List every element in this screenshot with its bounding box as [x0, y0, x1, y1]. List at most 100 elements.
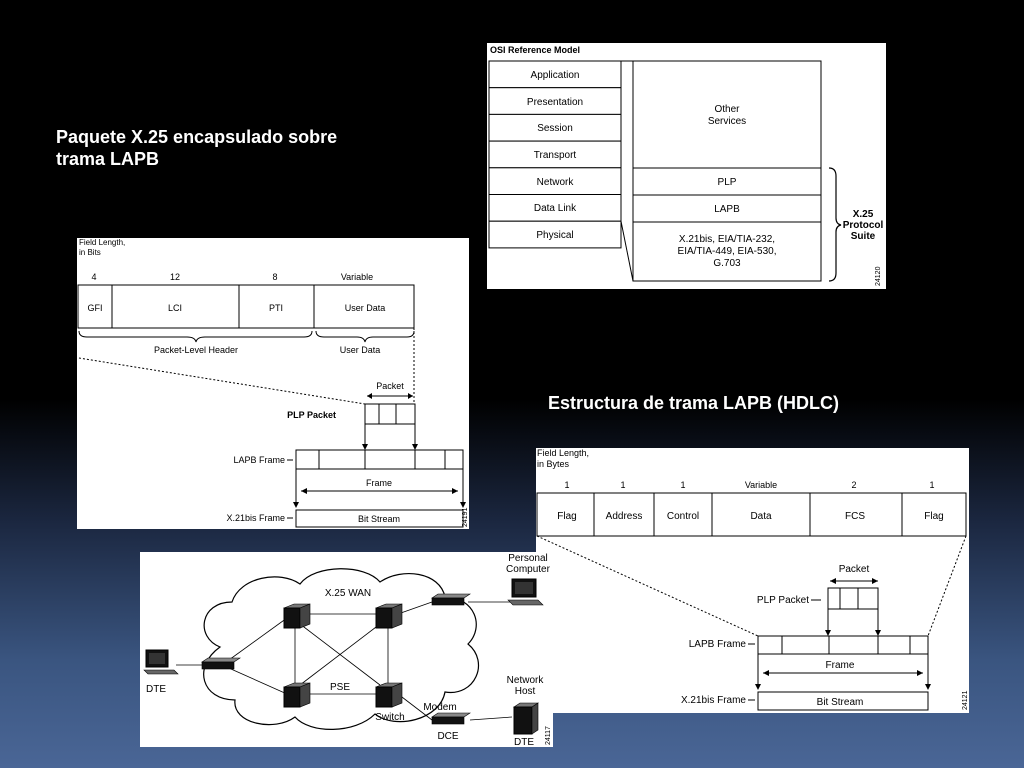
hdlc-plp-packet-box	[827, 587, 879, 610]
plp-frame-caption: Frame	[366, 478, 392, 488]
link-pse-diagonal-2	[299, 623, 381, 686]
hdlc-field-length-line2: in Bytes	[537, 459, 570, 469]
plp-field-pti	[238, 284, 315, 329]
plp-field-length-line2: in Bits	[79, 248, 101, 257]
osi-label-network: Network	[537, 177, 575, 188]
osi-label-presentation: Presentation	[527, 97, 583, 108]
plp-down-arrowhead-left	[362, 444, 368, 450]
osi-layer-presentation	[488, 87, 622, 115]
dte-terminal-left	[143, 649, 179, 675]
packet-header-brace	[78, 330, 313, 343]
hdlc-lapb-frame-box	[757, 635, 929, 655]
dce-label: DCE	[437, 731, 458, 742]
plp-length-gfi: 4	[91, 272, 96, 282]
link-dte-pse-bottom	[221, 664, 288, 695]
osi-layer-application	[488, 60, 622, 89]
plp-projection-left	[78, 357, 366, 405]
osi-title: OSI Reference Model	[490, 45, 580, 55]
switch-label: Switch	[375, 712, 404, 723]
pse-label: PSE	[330, 682, 350, 693]
physical-standards-box	[632, 221, 822, 282]
x25-network-diagram: X.25 WAN	[140, 552, 553, 747]
osi-model-diagram: OSI Reference Model Application Presenta…	[487, 43, 886, 289]
host-label-line1: Network	[507, 675, 545, 686]
osi-label-physical: Physical	[536, 230, 573, 241]
osi-model-svg: OSI Reference Model Application Presenta…	[488, 45, 884, 286]
wan-cloud	[203, 568, 480, 730]
physical-standards-line2: EIA/TIA-449, EIA-530,	[678, 246, 777, 257]
other-services-line2: Services	[708, 116, 746, 127]
hdlc-length-flag-start: 1	[564, 480, 569, 490]
network-host-icon	[513, 702, 539, 735]
modem-bottom-right	[431, 712, 471, 725]
plp-field-length-line1: Field Length,	[79, 238, 125, 247]
hdlc-label-address: Address	[606, 511, 643, 522]
hdlc-projection-left	[536, 535, 759, 637]
lapb-label: LAPB	[714, 204, 740, 215]
hdlc-field-control	[653, 492, 713, 537]
plp-figure-id: 24191	[462, 507, 469, 527]
physical-standards-line3: G.703	[713, 258, 741, 269]
hdlc-bit-stream-label: Bit Stream	[817, 697, 864, 708]
personal-computer-icon	[507, 578, 544, 606]
plp-packet-box	[364, 403, 416, 425]
hdlc-figure-id: 24121	[962, 690, 969, 710]
other-services-box	[632, 60, 822, 169]
physical-standards-line1: X.21bis, EIA/TIA-232,	[679, 234, 775, 245]
modem-top-right	[431, 593, 471, 606]
osi-label-transport: Transport	[534, 150, 577, 161]
hdlc-field-address	[593, 492, 655, 537]
osi-figure-id: 24120	[875, 266, 882, 286]
user-data-brace	[315, 330, 415, 343]
hdlc-frame-svg: Field Length, in Bytes 1 1 1 Variable 2 …	[536, 448, 969, 711]
plp-label-lci: LCI	[168, 303, 182, 313]
dte-right-label: DTE	[514, 737, 534, 747]
suite-label-line2: Protocol	[843, 220, 884, 231]
suite-label-line1: X.25	[853, 209, 874, 220]
plp-lapb-frame-box	[295, 449, 464, 470]
title-x25-line2: trama LAPB	[56, 149, 160, 169]
plp-label-gfi: GFI	[88, 303, 103, 313]
hdlc-projection-right	[927, 535, 967, 637]
plp-bit-stream-label: Bit Stream	[358, 514, 400, 524]
title-x25-encapsulation: Paquete X.25 encapsulado sobre trama LAP…	[56, 126, 386, 170]
hdlc-field-flag-start	[536, 492, 595, 537]
osi-layer-physical	[488, 220, 622, 249]
plp-label-user-data: User Data	[345, 303, 386, 313]
pse-switch-top-right	[375, 603, 403, 629]
hdlc-label-flag-start: Flag	[557, 511, 576, 522]
hdlc-plp-packet-label: PLP Packet	[757, 595, 809, 606]
plp-encapsulation-svg: Field Length, in Bits 4 12 8 Variable GF…	[77, 238, 469, 528]
hdlc-label-fcs: FCS	[845, 511, 865, 522]
plp-bit-stream-box	[295, 509, 464, 528]
hdlc-frame-caption: Frame	[826, 660, 855, 671]
hdlc-x21bis-frame-label: X.21bis Frame	[681, 695, 746, 706]
plp-packet-label: PLP Packet	[287, 410, 336, 420]
suite-label-line3: Suite	[851, 231, 876, 242]
osi-label-application: Application	[531, 70, 580, 81]
hdlc-lapb-frame-label: LAPB Frame	[689, 639, 747, 650]
modem-label: Modem	[423, 702, 456, 713]
x25-network-svg: X.25 WAN	[143, 553, 552, 747]
host-label-line2: Host	[515, 686, 536, 697]
hdlc-field-length-line1: Field Length,	[537, 448, 589, 458]
plp-length-user-data: Variable	[341, 272, 373, 282]
plp-x21bis-frame-label: X.21bis Frame	[226, 513, 285, 523]
hdlc-field-data	[711, 492, 811, 537]
lapb-box	[632, 194, 822, 223]
plp-label-pti: PTI	[269, 303, 283, 313]
wan-label: X.25 WAN	[325, 588, 371, 599]
hdlc-bit-stream-box	[757, 691, 929, 711]
plp-field-user-data	[313, 284, 415, 329]
osi-connector-bottom	[620, 221, 634, 282]
plp-lapb-frame-label: LAPB Frame	[233, 455, 285, 465]
user-data-caption: User Data	[340, 345, 381, 355]
hdlc-length-data: Variable	[745, 480, 777, 490]
pc-label-line1: Personal	[508, 553, 547, 564]
hdlc-label-data: Data	[750, 511, 772, 522]
plp-down-arrowhead-right	[412, 444, 418, 450]
title-x25-line1: Paquete X.25 encapsulado sobre	[56, 127, 338, 147]
pse-switch-bottom-left	[283, 682, 311, 708]
hdlc-label-control: Control	[667, 511, 699, 522]
link-dte-pse-top	[221, 617, 288, 666]
